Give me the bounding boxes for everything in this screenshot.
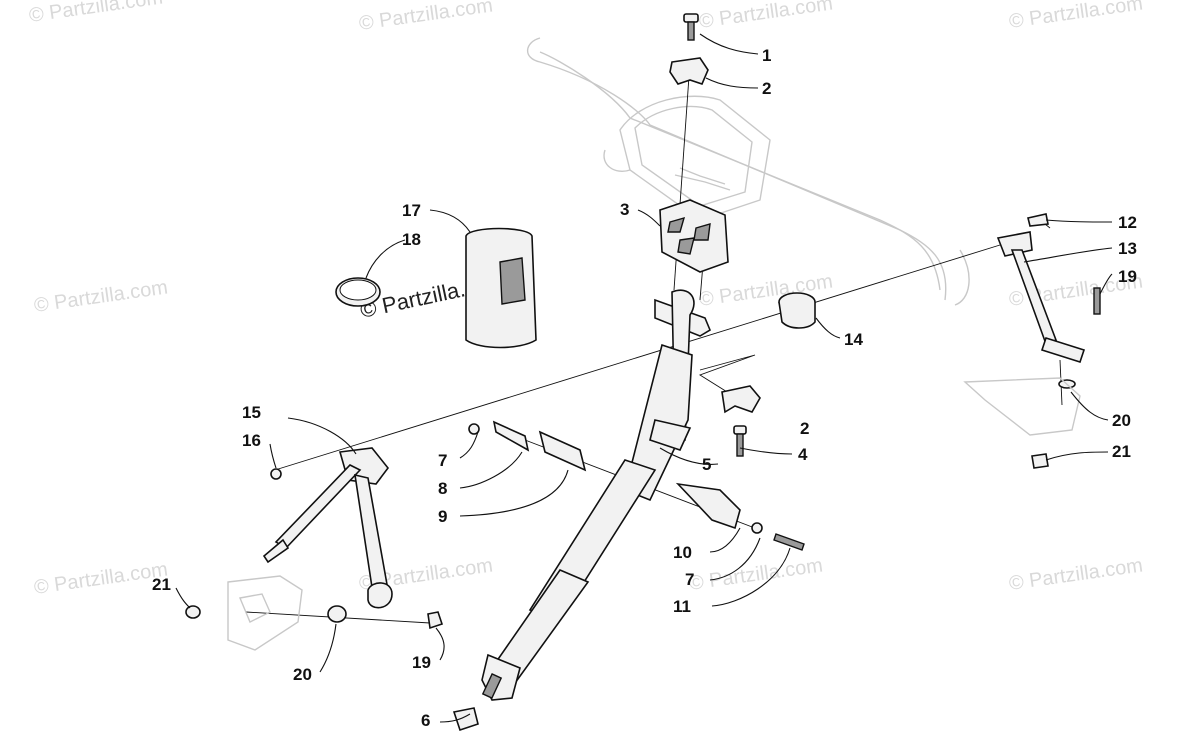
part-bushing-14 — [778, 292, 816, 329]
callout-19: 19 — [1118, 267, 1137, 286]
watermark: © Partzilla.com — [1008, 0, 1145, 33]
part-bolt-4 — [733, 425, 747, 457]
part-cup-holder-17 — [465, 227, 537, 349]
callout-21: 21 — [152, 575, 171, 594]
part-rod-13 — [963, 213, 1101, 469]
watermark: © Partzilla.com — [688, 554, 825, 595]
callout-20: 20 — [293, 665, 312, 684]
callout-14: 14 — [844, 330, 863, 349]
callout-3: 3 — [620, 200, 629, 219]
watermark: © Partzilla.com — [358, 0, 495, 35]
callout-20: 20 — [1112, 411, 1131, 430]
callout-9: 9 — [438, 507, 447, 526]
watermark-layer: © Partzilla.com © Partzilla.com © Partzi… — [28, 0, 1145, 599]
callout-4: 4 — [798, 445, 808, 464]
callout-7: 7 — [685, 570, 694, 589]
callout-2: 2 — [762, 79, 771, 98]
part-linkage-parts — [468, 420, 805, 551]
part-bolt-1 — [683, 13, 699, 41]
callout-1: 1 — [762, 46, 771, 65]
part-lever-15 — [262, 447, 393, 609]
handlebar-outline — [526, 37, 970, 306]
callout-21: 21 — [1112, 442, 1131, 461]
watermark: © Partzilla.com — [33, 276, 170, 317]
callout-12: 12 — [1118, 213, 1137, 232]
watermark: © Partzilla.com — [28, 0, 165, 27]
callout-labels: 1 2 3 2 4 5 6 7 8 9 10 7 11 12 13 19 14 … — [152, 46, 1137, 730]
callout-13: 13 — [1118, 239, 1137, 258]
part-clamp-2-lower — [721, 385, 761, 414]
callout-15: 15 — [242, 403, 261, 422]
part-clamp-2-top — [669, 57, 709, 85]
part-ring-18 — [335, 277, 381, 307]
part-bracket-3 — [659, 199, 729, 273]
watermark: © Partzilla.com — [33, 558, 170, 599]
callout-16: 16 — [242, 431, 261, 450]
part-steering-column-lower — [452, 459, 657, 732]
callout-6: 6 — [421, 711, 430, 730]
callout-8: 8 — [438, 479, 447, 498]
callout-19: 19 — [412, 653, 431, 672]
callout-18: 18 — [402, 230, 421, 249]
callout-17: 17 — [402, 201, 421, 220]
callout-11: 11 — [673, 597, 691, 616]
leader-lines — [175, 33, 1113, 723]
callout-2: 2 — [800, 419, 809, 438]
callout-7: 7 — [438, 451, 447, 470]
part-lower-mount — [185, 575, 444, 651]
watermark: © Partzilla.com — [1008, 554, 1145, 595]
watermark: © Partzilla.com — [698, 0, 835, 33]
callout-5: 5 — [702, 455, 711, 474]
callout-10: 10 — [673, 543, 692, 562]
